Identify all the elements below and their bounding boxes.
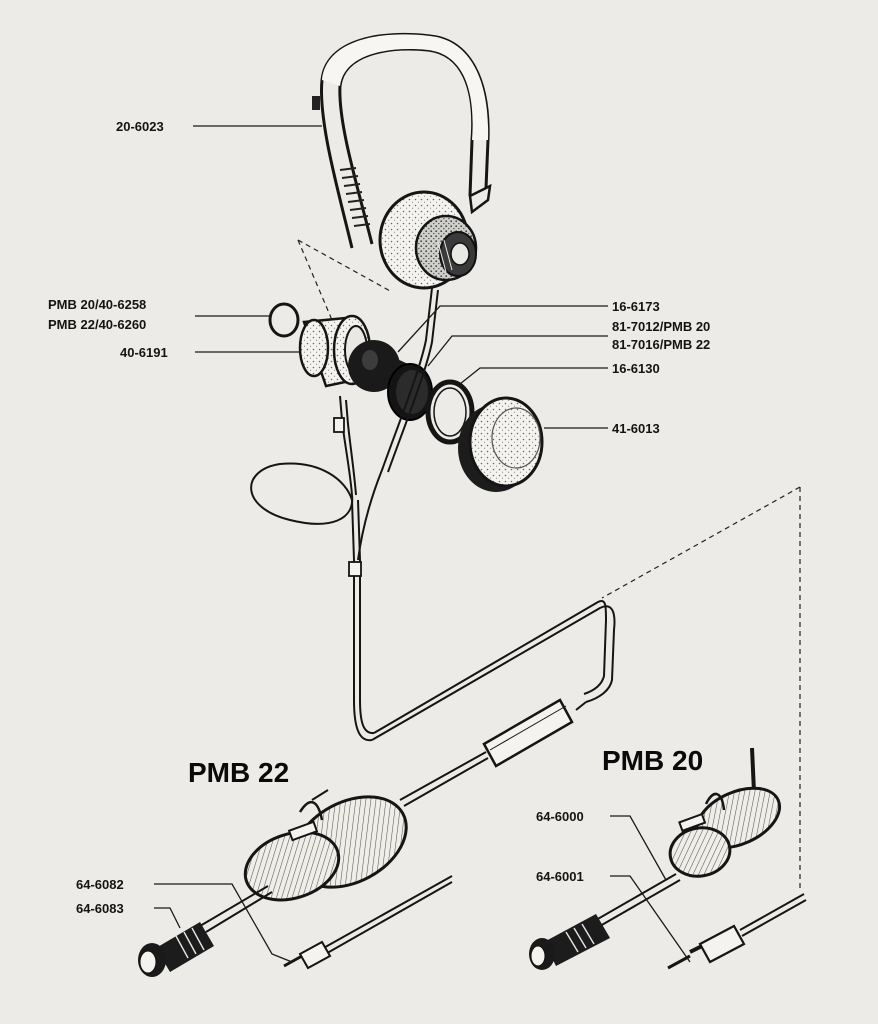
- cable-splitter: [482, 698, 574, 768]
- pmb22-jack-plug: [283, 940, 332, 970]
- capsule-part: [348, 340, 433, 421]
- cables: [250, 287, 616, 807]
- small-ring: [268, 302, 300, 338]
- cable-clip: [333, 417, 345, 433]
- projection-lines: [297, 239, 801, 890]
- pmb20-coiled-cable: [668, 747, 782, 878]
- label-64-6001: 64-6001: [536, 869, 584, 884]
- pmb22-din-plug: [138, 922, 214, 977]
- leader-lines: [154, 125, 691, 963]
- pmb20-din-plug: [529, 914, 610, 970]
- assembled-earpiece: [378, 190, 478, 290]
- label-16-6130: 16-6130: [612, 361, 660, 376]
- label-ring-pmb20: PMB 20/40-6258: [48, 297, 146, 312]
- label-64-6082: 64-6082: [76, 877, 124, 892]
- label-capsule-pmb20: 81-7012/PMB 20: [612, 319, 710, 334]
- label-housing: 40-6191: [120, 345, 168, 360]
- label-ear-cushion: 41-6013: [612, 421, 660, 436]
- pmb22-coiled-cable: [243, 789, 408, 902]
- label-64-6083: 64-6083: [76, 901, 124, 916]
- headband: [312, 32, 492, 249]
- label-16-6173: 16-6173: [612, 299, 660, 314]
- label-headband: 20-6023: [116, 119, 164, 134]
- ear-cushion: [458, 396, 544, 492]
- model-label-pmb22: PMB 22: [188, 757, 289, 788]
- label-capsule-pmb22: 81-7016/PMB 22: [612, 337, 710, 352]
- label-ring-pmb22: PMB 22/40-6260: [48, 317, 146, 332]
- spacer-ring: [425, 379, 475, 445]
- pmb20-jack-plug: [667, 924, 746, 970]
- cable-clip: [348, 561, 362, 577]
- model-label-pmb20: PMB 20: [602, 745, 703, 776]
- label-64-6000: 64-6000: [536, 809, 584, 824]
